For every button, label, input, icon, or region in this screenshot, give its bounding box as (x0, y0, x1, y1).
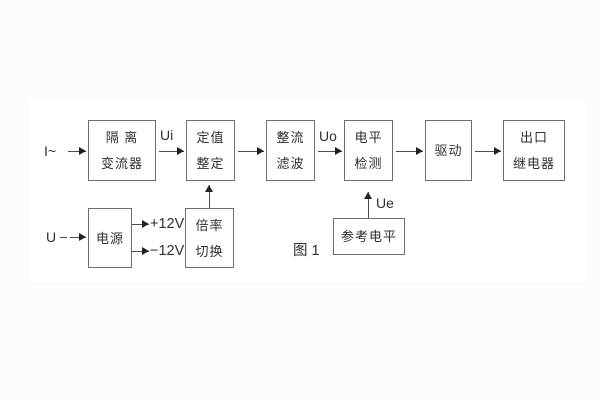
label-plus-12v: +12V (150, 216, 185, 232)
block-level-detect-line2: 检测 (354, 156, 383, 171)
arrow-drive-to-relay (475, 147, 501, 155)
block-output-relay-line1: 出口 (519, 130, 548, 145)
arrow-power-plus12v (132, 220, 149, 228)
label-uo: Uo (319, 128, 337, 144)
block-ratio-switch: 倍率 切换 (185, 208, 234, 268)
block-level-detect-line1: 电平 (354, 130, 383, 145)
arrow-voltage-to-power (70, 233, 86, 241)
block-reference-level: 参考电平 (333, 218, 405, 255)
label-ui: Ui (160, 127, 174, 143)
block-drive-line1: 驱动 (434, 143, 463, 158)
block-power-supply-line1: 电源 (95, 230, 124, 246)
arrow-ratio-to-setpoint (205, 185, 213, 208)
block-ratio-switch-line1: 倍率 (195, 217, 224, 233)
block-output-relay: 出口 继电器 (503, 120, 565, 181)
block-rectify-filter-line2: 滤波 (276, 156, 305, 171)
arrow-rectify-to-level (318, 147, 342, 155)
block-isolation-converter-line2: 变流器 (100, 156, 143, 171)
block-setpoint-adjust-line1: 定值 (196, 130, 225, 145)
block-ratio-switch-line2: 切换 (195, 243, 224, 259)
label-input-current: I~ (44, 143, 57, 159)
block-setpoint-adjust: 定值 整定 (186, 120, 235, 181)
block-isolation-converter: 隔 离 变流器 (88, 120, 156, 181)
arrow-level-to-drive (396, 147, 423, 155)
block-output-relay-line2: 继电器 (512, 156, 555, 171)
label-minus-12v: −12V (150, 243, 185, 259)
block-power-supply: 电源 (88, 208, 132, 268)
arrow-isolation-to-setpoint (159, 147, 184, 155)
label-ue: Ue (376, 195, 394, 211)
arrow-power-minus12v (132, 247, 149, 255)
line-voltage-input-dash (60, 237, 67, 238)
block-level-detect: 电平 检测 (344, 120, 393, 181)
arrow-setpoint-to-rectify (238, 147, 264, 155)
label-input-voltage: U (46, 229, 57, 245)
figure-caption: 图 1 (293, 243, 320, 259)
block-isolation-converter-line1: 隔 离 (105, 130, 139, 145)
block-setpoint-adjust-line2: 整定 (196, 156, 225, 171)
block-rectify-filter-line1: 整流 (276, 130, 305, 145)
arrow-current-to-isolation (68, 147, 86, 155)
block-reference-level-line1: 参考电平 (340, 229, 397, 244)
arrow-reference-to-level (364, 192, 372, 218)
block-rectify-filter: 整流 滤波 (266, 120, 315, 181)
block-drive: 驱动 (425, 120, 472, 181)
